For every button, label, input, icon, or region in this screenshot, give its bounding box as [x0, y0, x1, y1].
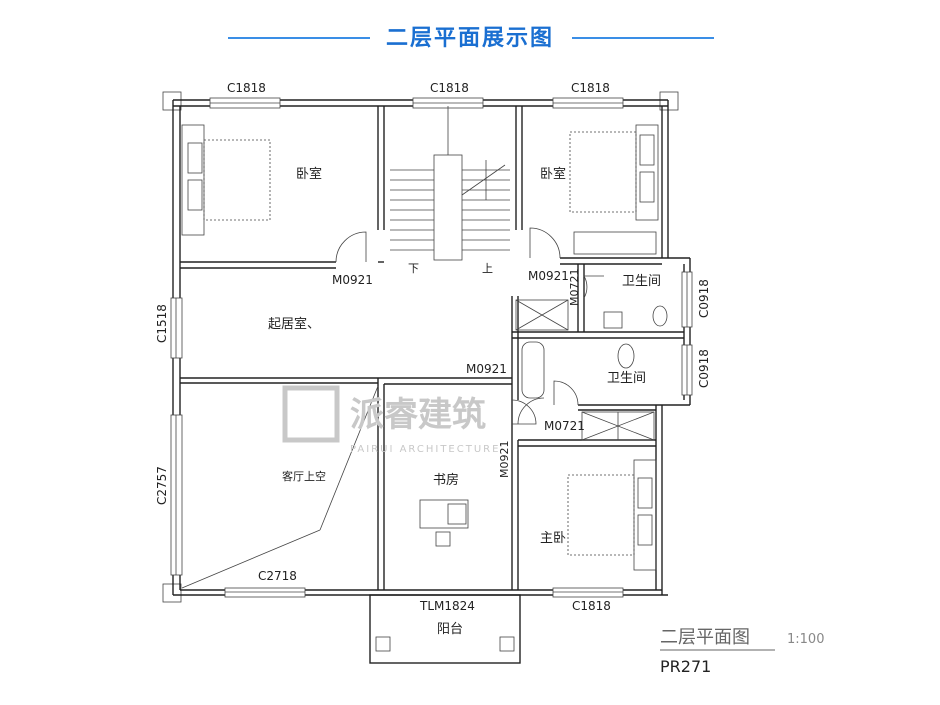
room-label-void: 客厅上空 [282, 469, 326, 483]
window-label-right-upper: C0918 [697, 279, 711, 318]
header-rule-right [572, 37, 714, 39]
balcony [369, 594, 521, 664]
room-label-balcony: 阳台 [437, 622, 463, 637]
doors [335, 227, 604, 425]
window-label-top-right: C1818 [571, 81, 610, 95]
room-label-bath-lower: 卫生间 [607, 371, 646, 386]
door-label-study-side: M0921 [498, 441, 511, 479]
page-title: 二层平面展示图 [385, 26, 554, 51]
corner-mark [162, 583, 182, 603]
door-label-balcony: TLM1824 [419, 599, 475, 613]
corner-mark [659, 91, 679, 111]
stair-label-down: 下 [408, 262, 419, 275]
door-label-bedroom-right: M0921 [528, 269, 569, 283]
room-label-bath-upper: 卫生间 [622, 274, 661, 289]
room-label-living: 起居室、 [268, 316, 320, 332]
window-label-bottom-left: C2718 [258, 569, 297, 583]
caption-title: 二层平面图 [660, 627, 750, 648]
watermark-brand: 派睿建筑 [350, 395, 486, 435]
door-label-bedroom-left: M0921 [332, 273, 373, 287]
door-label-study: M0921 [466, 362, 507, 376]
bed-master [567, 459, 657, 571]
room-label-bedroom-left: 卧室 [296, 166, 322, 182]
watermark-sub: PAIRUI ARCHITECTURE [350, 444, 500, 455]
bed-right [569, 124, 659, 255]
window-label-bottom-right: C1818 [572, 599, 611, 613]
door-label-bath-upper: M0721 [568, 269, 581, 307]
header-rule-left [228, 37, 370, 39]
room-label-study: 书房 [433, 472, 459, 488]
study-desk [419, 499, 469, 547]
room-label-bedroom-right: 卧室 [540, 166, 566, 182]
door-label-bath-lower: M0721 [544, 419, 585, 433]
interior-walls [180, 106, 684, 590]
corner-mark [162, 91, 182, 111]
window-label-top-center: C1818 [430, 81, 469, 95]
room-label-master: 主卧 [540, 531, 566, 546]
caption-code: PR271 [660, 657, 711, 676]
stair-label-up: 上 [482, 262, 493, 275]
caption-scale: 1:100 [787, 632, 824, 647]
window-label-left-lower: C2757 [155, 466, 169, 505]
bath-fixtures [515, 299, 668, 441]
staircase [390, 106, 510, 261]
bed-left [181, 124, 271, 236]
page-header: 二层平面展示图 [0, 18, 940, 58]
window-label-top-left: C1818 [227, 81, 266, 95]
windows [170, 97, 693, 598]
watermark: 派睿建筑 PAIRUI ARCHITECTURE [282, 385, 500, 455]
window-label-right-lower: C0918 [697, 349, 711, 388]
void-marker [181, 385, 379, 589]
exterior-walls [172, 99, 691, 596]
window-label-left-upper: C1518 [155, 304, 169, 343]
drawing-caption: 二层平面图 1:100 PR271 [660, 627, 824, 676]
